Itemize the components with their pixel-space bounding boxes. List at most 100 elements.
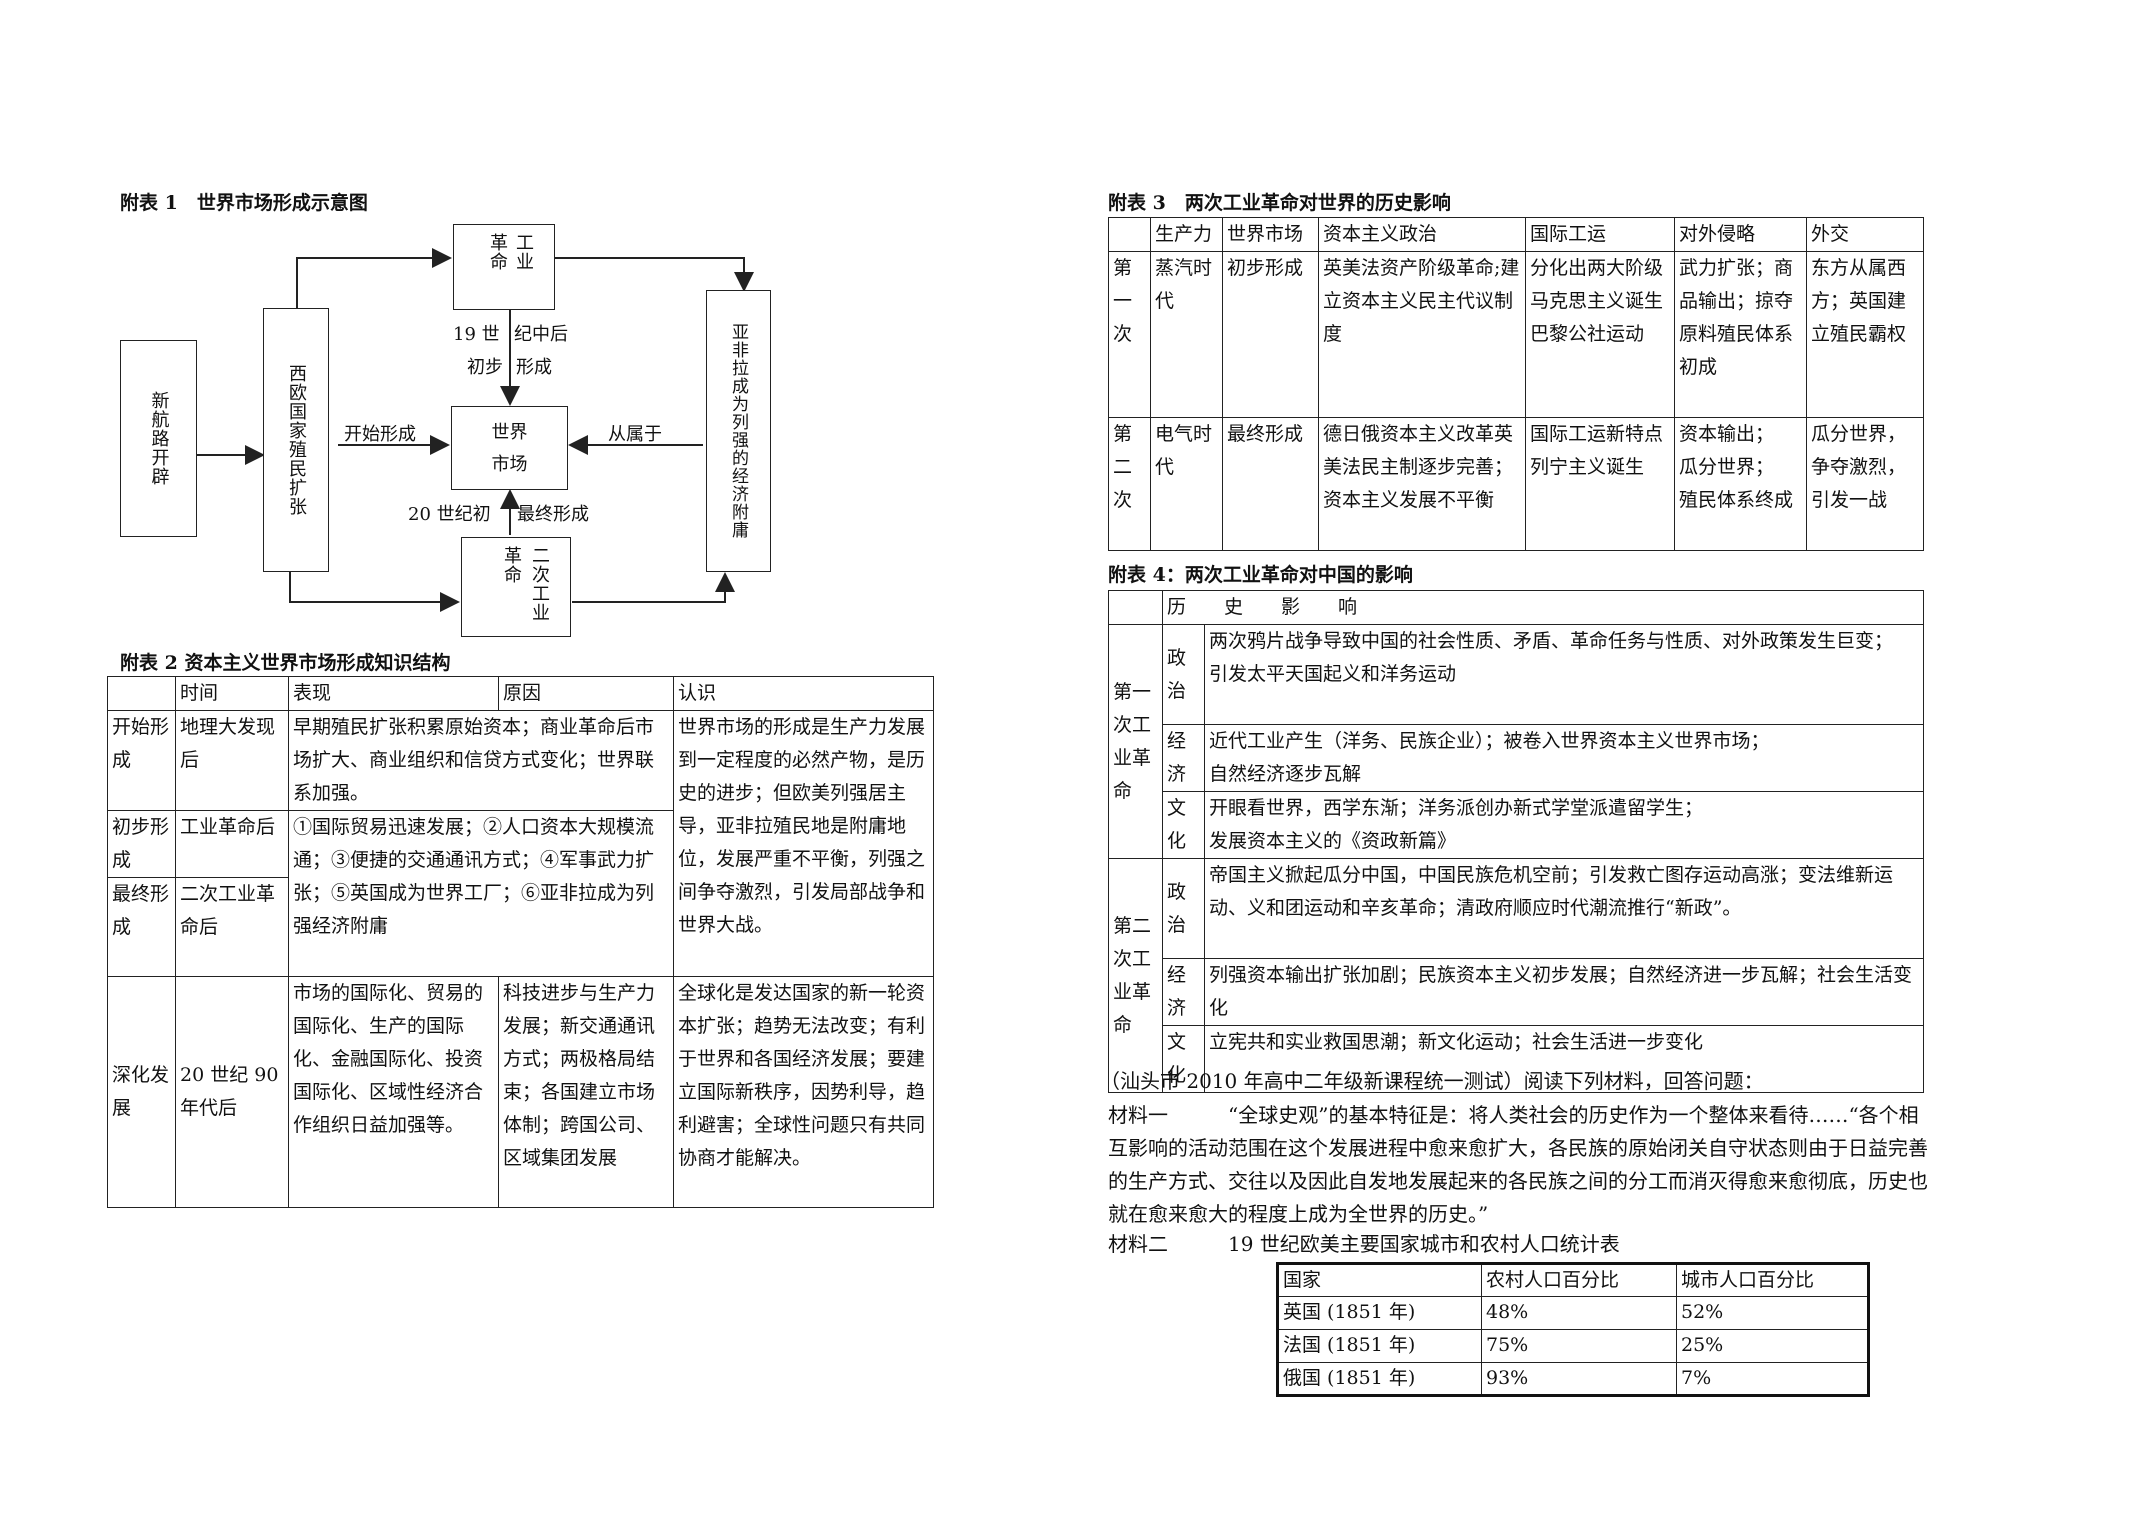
population-header-cell: 国家 <box>1277 1263 1482 1297</box>
table3-header-cell <box>1108 217 1151 252</box>
industrial-rev-2-label-a: 二次工业 <box>529 546 550 622</box>
world-market-label-b: 市场 <box>491 454 528 475</box>
table-cell: 75% <box>1481 1329 1677 1363</box>
table-cell: 93% <box>1481 1362 1677 1396</box>
diagram-arrows <box>197 248 754 612</box>
table-cell: 法国 (1851 年) <box>1277 1329 1482 1363</box>
table2-header-cell: 时间 <box>175 676 289 711</box>
table-cell: 英国 (1851 年) <box>1277 1296 1482 1330</box>
table-cell: 初步形成 <box>1222 251 1319 418</box>
table-row: 经济 列强资本输出扩张加剧；民族资本主义初步发展；自然经济进一步瓦解；社会生活变… <box>1109 958 1925 1026</box>
table-cell: ①国际贸易迅速发展；②人口资本大规模流通；③便捷的交通通讯方式；④军事武力扩张；… <box>288 810 674 977</box>
afro-asia-latam-label: 亚非拉成为列强的经济附庸 <box>728 323 748 539</box>
label-initial-b: 形成 <box>516 357 552 378</box>
table-cell: 25% <box>1676 1329 1869 1363</box>
table2-header-cell: 表现 <box>288 676 499 711</box>
table-cell: 两次鸦片战争导致中国的社会性质、矛盾、革命任务与性质、对外政策发生巨变； 引发太… <box>1203 624 1925 725</box>
table-cell: 全球化是发达国家的新一轮资本扩张；趋势无法改变；有利于世界和各国经济发展；要建立… <box>673 976 934 1208</box>
label-subordinate: 从属于 <box>608 424 662 445</box>
box-afro-asia-latam: 亚非拉成为列强的经济附庸 <box>706 290 771 572</box>
table2-caption: 附表 2 资本主义世界市场形成知识结构 <box>120 652 451 674</box>
label-19c-b: 纪中后 <box>514 324 568 345</box>
table-cell: 深化发展 <box>107 976 176 1208</box>
table2-header-cell: 原因 <box>498 676 674 711</box>
population-table: 国家 农村人口百分比 城市人口百分比 英国 (1851 年) 48% 52% 法… <box>1276 1262 1870 1397</box>
table-cell: 最终形成 <box>1222 417 1319 551</box>
table4-header-cell <box>1108 590 1163 625</box>
population-header-row: 国家 农村人口百分比 城市人口百分比 <box>1277 1263 1869 1297</box>
table-cell: 48% <box>1481 1296 1677 1330</box>
table-cell: 20 世纪 90 年代后 <box>175 976 289 1208</box>
fig1-caption: 附表 1 世界市场形成示意图 <box>120 192 368 214</box>
table3-header-cell: 世界市场 <box>1222 217 1319 252</box>
box-world-market: 世界 市场 <box>451 406 568 490</box>
table-cell: 蒸汽时代 <box>1150 251 1223 418</box>
table-cell: 文化 <box>1162 791 1205 859</box>
table-cell: 初步形成 <box>107 810 176 878</box>
table-cell: 政治 <box>1162 624 1205 725</box>
table-row: 文化 立宪共和实业救国思潮；新文化运动；社会生活进一步变化 <box>1109 1025 1925 1093</box>
table-cell: 政治 <box>1162 858 1205 959</box>
table-cell: 开始形成 <box>107 710 176 811</box>
table-row: 第二次 电气时代 最终形成 德日俄资本主义改革英美法民主制逐步完善；资本主义发展… <box>1108 417 1924 551</box>
table3-header-row: 生产力 世界市场 资本主义政治 国际工运 对外侵略 外交 <box>1108 217 1924 252</box>
table3-caption: 附表 3 两次工业革命对世界的历史影响 <box>1108 192 1451 214</box>
table-row: 经济 近代工业产生（洋务、民族企业）；被卷入世界资本主义世界市场； 自然经济逐步… <box>1109 724 1925 792</box>
table-row: 深化发展 20 世纪 90 年代后 市场的国际化、贸易的国际化、生产的国际化、金… <box>107 976 934 1208</box>
table-cell: 列强资本输出扩张加剧；民族资本主义初步发展；自然经济进一步瓦解；社会生活变化 <box>1203 958 1925 1026</box>
table-cell: 工业革命后 <box>175 810 289 878</box>
box-new-routes: 新航路开辟 <box>120 340 197 537</box>
table-cell: 第一次工业革命 <box>1108 624 1163 859</box>
table4: 历 史 影 响 第一次工业革命 政治 两次鸦片战争导致中国的社会性质、矛盾、革命… <box>1108 590 1925 1093</box>
table3: 生产力 世界市场 资本主义政治 国际工运 对外侵略 外交 第一次 蒸汽时代 初步… <box>1108 217 1924 551</box>
table-cell: 武力扩张；商品输出；掠夺原料殖民体系初成 <box>1674 251 1807 418</box>
new-routes-label: 新航路开辟 <box>148 391 170 486</box>
population-header-cell: 农村人口百分比 <box>1481 1263 1677 1297</box>
table-cell: 地理大发现后 <box>175 710 289 811</box>
material1-label: 材料一 <box>1108 1103 1168 1127</box>
table-row: 开始形成 地理大发现后 早期殖民扩张积累原始资本；商业革命后市场扩大、商业组织和… <box>107 710 934 977</box>
table-cell: 科技进步与生产力发展；新交通通讯方式；两极格局结束；各国建立市场体制；跨国公司、… <box>498 976 674 1208</box>
label-20c: 20 世纪初 <box>408 504 491 525</box>
table-cell: 第一次 <box>1108 251 1151 418</box>
western-expansion-label: 西欧国家殖民扩张 <box>286 364 307 516</box>
table2-header-cell: 认识 <box>673 676 934 711</box>
table2: 时间 表现 原因 认识 开始形成 地理大发现后 早期殖民扩张积累原始资本；商业革… <box>107 676 934 1208</box>
table-cell: 经济 <box>1162 724 1205 792</box>
material1: 材料一“全球史观”的基本特征是：将人类社会的历史作为一个整体来看待……“各个相互… <box>1108 1099 1928 1231</box>
material2-label: 材料二 <box>1108 1232 1168 1256</box>
table-cell: 德日俄资本主义改革英美法民主制逐步完善；资本主义发展不平衡 <box>1318 417 1526 551</box>
material2: 材料二 19 世纪欧美主要国家城市和农村人口统计表 <box>1108 1228 1620 1261</box>
table-cell: 近代工业产生（洋务、民族企业）；被卷入世界资本主义世界市场； 自然经济逐步瓦解 <box>1203 724 1925 792</box>
table4-header-cell: 历 史 影 响 <box>1161 590 1925 625</box>
table-cell: 东方从属西方；英国建立殖民霸权 <box>1806 251 1924 418</box>
table3-header-cell: 生产力 <box>1150 217 1223 252</box>
table-cell: 资本输出； 瓜分世界； 殖民体系终成 <box>1674 417 1807 551</box>
table-cell: 52% <box>1676 1296 1869 1330</box>
population-header-cell: 城市人口百分比 <box>1676 1263 1869 1297</box>
table-cell: 文化 <box>1162 1025 1205 1093</box>
label-final: 最终形成 <box>517 504 589 525</box>
table3-header-cell: 资本主义政治 <box>1318 217 1526 252</box>
table-cell: 市场的国际化、贸易的国际化、生产的国际化、金融国际化、投资国际化、区域性经济合作… <box>288 976 499 1208</box>
table3-header-cell: 外交 <box>1806 217 1924 252</box>
table-cell: 第二次工业革命 <box>1108 858 1163 1093</box>
table-row: 法国 (1851 年) 75% 25% <box>1277 1329 1869 1363</box>
material2-title: 19 世纪欧美主要国家城市和农村人口统计表 <box>1228 1232 1620 1256</box>
table-row: 第一次工业革命 政治 两次鸦片战争导致中国的社会性质、矛盾、革命任务与性质、对外… <box>1108 624 1925 859</box>
industrial-rev-1-label-a: 工业 <box>513 233 534 271</box>
table-row: 初步形成 工业革命后 ①国际贸易迅速发展；②人口资本大规模流通；③便捷的交通通讯… <box>107 810 934 977</box>
table-cell: 帝国主义掀起瓜分中国，中国民族危机空前；引发救亡图存运动高涨；变法维新运动、义和… <box>1203 858 1925 959</box>
table-cell: 最终形成 <box>107 877 176 977</box>
table4-caption: 附表 4：两次工业革命对中国的影响 <box>1108 564 1413 586</box>
table-cell: 瓜分世界，争夺激烈，引发一战 <box>1806 417 1924 551</box>
table4-header-row: 历 史 影 响 <box>1108 590 1925 625</box>
box-western-expansion: 西欧国家殖民扩张 <box>263 308 329 572</box>
industrial-rev-2-label-b: 革命 <box>501 546 522 584</box>
table3-header-cell: 国际工运 <box>1525 217 1675 252</box>
table2-header-row: 时间 表现 原因 认识 <box>107 676 934 711</box>
world-market-label-a: 世界 <box>491 422 528 443</box>
table-row: 文化 开眼看世界，西学东渐；洋务派创办新式学堂派遣留学生； 发展资本主义的《资政… <box>1109 791 1925 859</box>
label-initial-a: 初步 <box>467 357 503 378</box>
table-cell: 二次工业革命后 <box>175 877 289 977</box>
